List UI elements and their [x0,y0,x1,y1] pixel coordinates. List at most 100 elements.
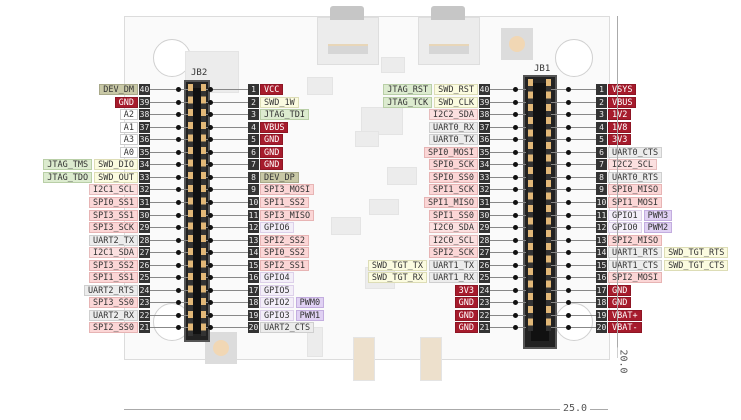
pin-lead [202,139,248,141]
pin-dot [208,162,213,168]
component [331,217,361,235]
dimension-height-label: 20.0 [617,347,629,376]
pin-lead [490,201,526,203]
pin-lead [150,302,188,304]
pin-function-label: JTAG_RST [383,84,433,95]
pin-dot [566,149,571,155]
pin-lead [150,101,188,103]
pin-number: 29 [139,222,150,234]
pin-number: 37 [479,121,490,133]
pin-dot [566,162,571,168]
pin-function-label: A3 [119,134,138,146]
pin-number: 24 [139,284,150,296]
pin-function-label: SWD_TGT_CTS [664,259,729,271]
pin-number: 26 [139,259,150,271]
pin-lead [202,327,248,329]
pin-number: 31 [479,196,490,208]
pin-number: 19 [248,309,259,321]
pin-function-label: SWD_DIO [94,159,138,171]
pin-function-label: SPI3_SS1 [89,209,138,221]
pin-dot [513,162,518,168]
pin-number: 27 [139,247,150,259]
pin-lead [490,151,526,153]
usb-connector-2 [418,6,480,65]
pin-number: 37 [139,121,150,133]
pin-function-label: UART0_TX [429,134,478,146]
pin-lead [490,164,526,166]
pin-dot [513,124,518,130]
pin-number: 38 [139,109,150,121]
pin-function-label: SPI2_SS1 [260,259,309,271]
pin-lead [490,227,526,229]
pin-lead [490,139,526,141]
pin-number: 7 [596,159,607,171]
pin-function-label: I2C0_SCL [429,234,478,246]
pin-function-label: JTAG_TDO [43,171,93,183]
pin-number: 34 [139,159,150,171]
pin-dot [566,174,571,180]
mounting-hole-bottom-right [555,303,593,341]
pin-number: 10 [596,196,607,208]
pin-lead [550,89,596,90]
pin-lead [550,252,596,254]
pin-lead [150,89,188,90]
pin-function-label: DEV_DP [260,171,299,183]
pin-lead [150,151,188,153]
pin-dot [176,149,181,155]
pin-function-label: PWM3 [643,209,673,221]
pin-number: 40 [139,84,150,95]
pin-function-label: GND [260,146,284,158]
connector-label-jb1: JB1 [534,64,551,74]
pin-lead [202,201,248,203]
pin-dot [513,87,518,92]
pin-dot [566,87,571,92]
pin-dot [566,287,571,293]
pin-dot [176,250,181,256]
pin-lead [202,126,248,128]
pin-function-label: GND [454,309,478,321]
pin-lead [550,277,596,279]
pin-dot [208,124,213,130]
connector-pin-strip [546,79,551,331]
component [355,131,379,147]
pin-lead [490,126,526,128]
pin-dot [176,162,181,168]
pin-dot [176,262,181,268]
pin-function-label: SWD_TGT_RTS [664,247,729,259]
pin-function-label: SPI2_MISO [608,234,663,246]
pin-number: 25 [479,272,490,284]
pin-dot [566,262,571,268]
pin-number: 5 [596,134,607,146]
pin-dot [513,237,518,243]
pin-function-label: SPI2_SCK [429,247,478,259]
pin-dot [176,124,181,130]
pin-dot [176,199,181,205]
dimension-line-width [124,409,608,410]
pin-dot [513,174,518,180]
pin-function-label: A0 [119,146,138,158]
